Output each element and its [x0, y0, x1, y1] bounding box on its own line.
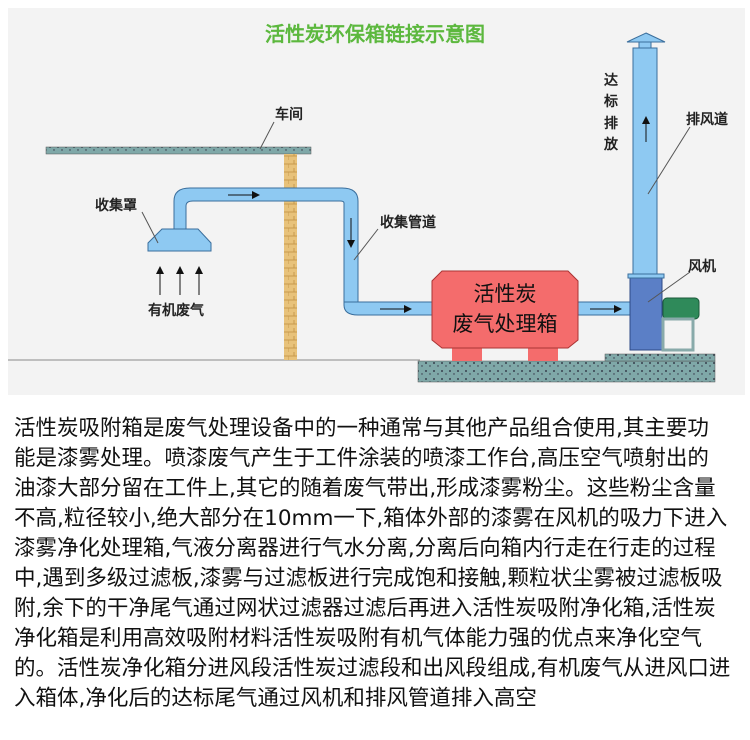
- box-leg: [452, 347, 482, 361]
- stack-cap-neck: [638, 41, 652, 49]
- box-label-line1: 活性炭: [474, 282, 537, 306]
- description-line: 入箱体,净化后的达标尾气通过风机和排风管道排入高空: [14, 686, 537, 711]
- svg-text:放: 放: [603, 136, 619, 153]
- description-line: 的。活性炭净化箱分进风段活性炭过滤段和出风段组成,有机废气从进风口进: [14, 656, 731, 681]
- standard-emission-label: 达 标 排 放: [603, 72, 619, 153]
- description-line: 附,余下的干净尾气通过网状过滤器过滤后再进入活性炭吸附净化箱,活性炭: [14, 596, 716, 621]
- description-line: 不高,粒径较小,绝大部分在10mm一下,箱体外部的漆雾在风机的吸力下进入: [14, 506, 728, 531]
- workshop-leader: [259, 121, 275, 150]
- collection-hood: [147, 228, 212, 252]
- organic-gas-label: 有机废气: [148, 302, 204, 319]
- box-label-line2: 废气处理箱: [453, 312, 558, 336]
- fan-motor: [662, 297, 700, 320]
- description-text: 活性炭吸附箱是废气处理设备中的一种通常与其他产品组合使用,其主要功 能是漆雾处理…: [14, 414, 744, 714]
- description-line: 中,遇到多级过滤板,漆雾与过滤板进行完成饱和接触,颗粒状尘雾被过滤板吸: [14, 566, 723, 591]
- diagram-title: 活性炭环保箱链接示意图: [265, 22, 485, 46]
- carbon-box: [431, 270, 579, 349]
- workshop-ceiling: [45, 146, 312, 155]
- hood-leader: [141, 211, 159, 244]
- stack-flange: [627, 273, 665, 279]
- duct-leader: [353, 228, 379, 261]
- fan-base: [604, 353, 716, 362]
- gas-arrows: [156, 266, 203, 295]
- svg-text:标: 标: [603, 93, 618, 110]
- collection-duct-label: 收集管道: [380, 214, 436, 231]
- exhaust-duct-label: 排风道: [686, 111, 728, 128]
- motor-stand: [661, 317, 695, 352]
- description-line: 油漆大部分留在工件上,其它的随着废气带出,形成漆雾粉尘。这些粉尘含量: [14, 476, 716, 501]
- workshop-label: 车间: [275, 106, 303, 123]
- diagram-background: [8, 8, 745, 395]
- hood-label: 收集罩: [95, 197, 137, 214]
- box-leg: [528, 347, 558, 361]
- svg-text:达: 达: [604, 72, 618, 89]
- activated-carbon-diagram: 活性炭环保箱链接示意图 车间 收集罩 收集管道 有机废气 活性炭 废气处理箱 达…: [8, 8, 745, 395]
- description-line: 漆雾净化处理箱,气液分离器进行气水分离,分离后向箱内行走在行走的过程: [14, 536, 716, 561]
- exhaust-leader: [647, 126, 691, 195]
- description-line: 能是漆雾处理。喷漆废气产生于工件涂装的喷漆工作台,高压空气喷射出的: [14, 446, 709, 471]
- description-line: 净化箱是利用高效吸附材料活性炭吸附有机气体能力强的优点来净化空气: [14, 626, 703, 651]
- fan-label: 风机: [688, 258, 716, 275]
- fan-leader: [647, 271, 691, 303]
- description-line: 活性炭吸附箱是废气处理设备中的一种通常与其他产品组合使用,其主要功: [14, 416, 709, 441]
- workshop-column: [284, 154, 297, 360]
- ground-base: [417, 360, 716, 383]
- exhaust-stack: [632, 47, 658, 275]
- svg-text:排: 排: [604, 115, 618, 132]
- fan-body: [629, 273, 663, 351]
